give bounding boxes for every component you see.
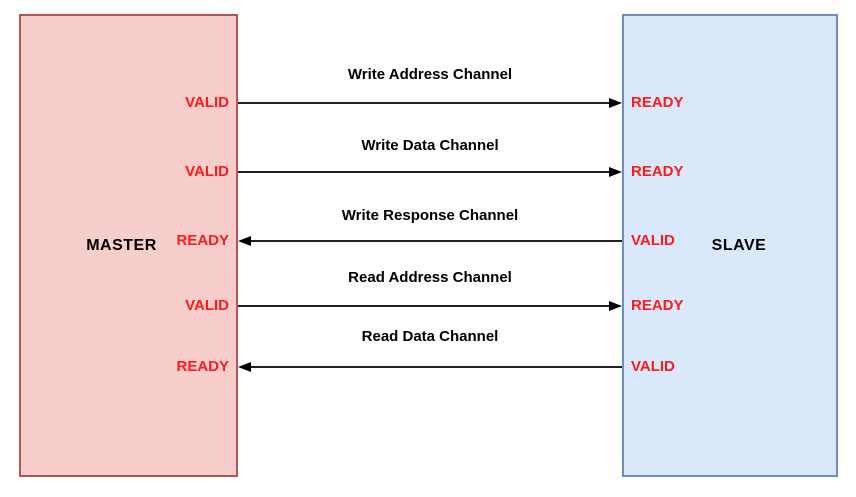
- master-label: MASTER: [86, 236, 157, 254]
- channel-name: Read Address Channel: [348, 269, 512, 286]
- channel-arrow: [238, 236, 622, 246]
- channel-arrow: [238, 167, 622, 177]
- channel-name: Read Data Channel: [361, 328, 499, 345]
- channel-arrow: [238, 98, 622, 108]
- master-signal-label: VALID: [185, 94, 229, 111]
- slave-label: SLAVE: [711, 236, 767, 254]
- master-signal-label: VALID: [185, 297, 229, 314]
- slave-signal-label: READY: [631, 163, 684, 180]
- slave-signal-label: READY: [631, 94, 684, 111]
- master-block: MASTER: [19, 14, 238, 477]
- channel-name: Write Data Channel: [361, 137, 499, 154]
- channel-name: Write Address Channel: [347, 66, 513, 83]
- master-signal-label: READY: [176, 358, 229, 375]
- slave-signal-label: VALID: [631, 232, 675, 249]
- master-signal-label: VALID: [185, 163, 229, 180]
- slave-block: SLAVE: [622, 14, 838, 477]
- slave-signal-label: READY: [631, 297, 684, 314]
- channel-arrow: [238, 301, 622, 311]
- channel-arrow: [238, 362, 622, 372]
- channel-name: Write Response Channel: [341, 207, 519, 224]
- slave-signal-label: VALID: [631, 358, 675, 375]
- master-signal-label: READY: [176, 232, 229, 249]
